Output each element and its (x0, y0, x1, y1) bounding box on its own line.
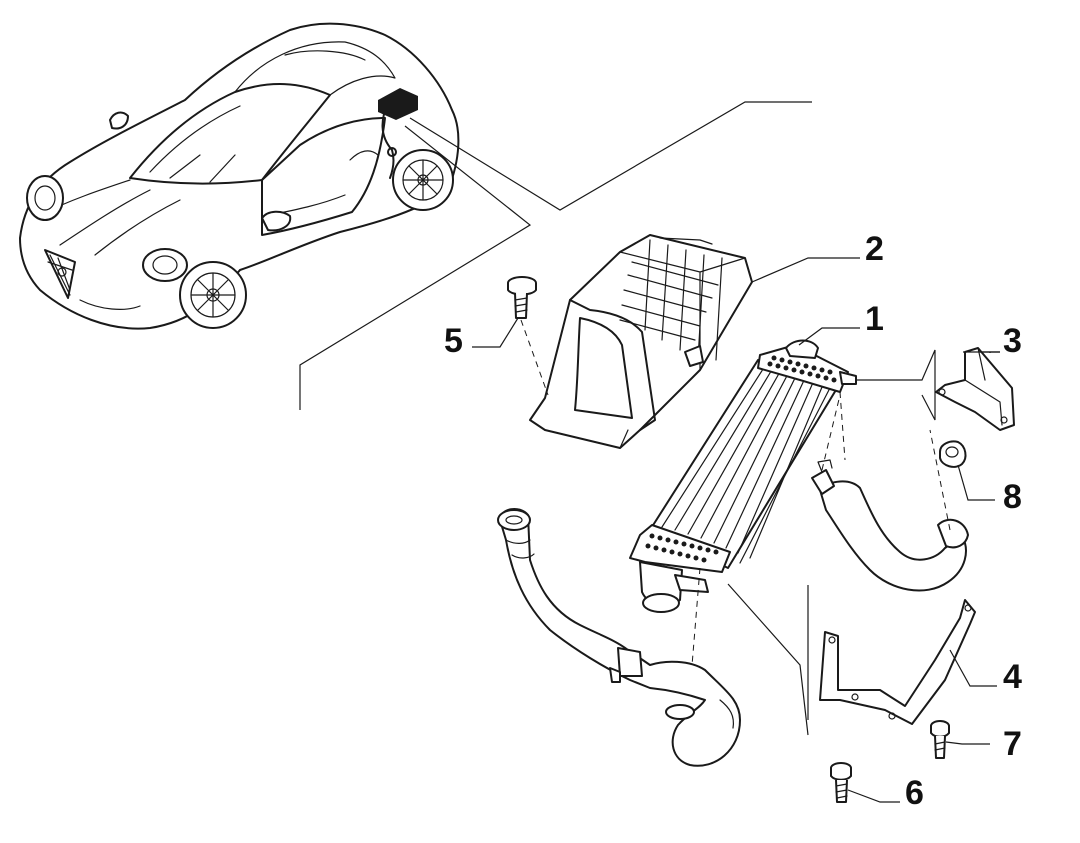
callout-1: 1 (865, 300, 884, 338)
callout-7: 7 (1003, 725, 1022, 763)
callout-8: 8 (1003, 478, 1022, 516)
part-8-nut (939, 440, 995, 501)
hose-lower (497, 508, 741, 767)
callout-3: 3 (1003, 322, 1022, 360)
callout-4: 4 (1003, 658, 1022, 696)
hose-upper (811, 394, 969, 592)
part-1-intercooler (629, 327, 860, 736)
callout-6: 6 (905, 774, 924, 812)
part-7-bolt (930, 720, 990, 759)
part-6-bolt (830, 762, 900, 803)
part-2-air-duct-cover (529, 234, 753, 449)
part-5-bolt (472, 276, 549, 396)
callout-2: 2 (865, 230, 884, 268)
car-overview (19, 22, 812, 410)
callout-5: 5 (444, 322, 463, 360)
part-4-support-bracket (807, 585, 997, 725)
part-3-bracket (856, 347, 1015, 431)
